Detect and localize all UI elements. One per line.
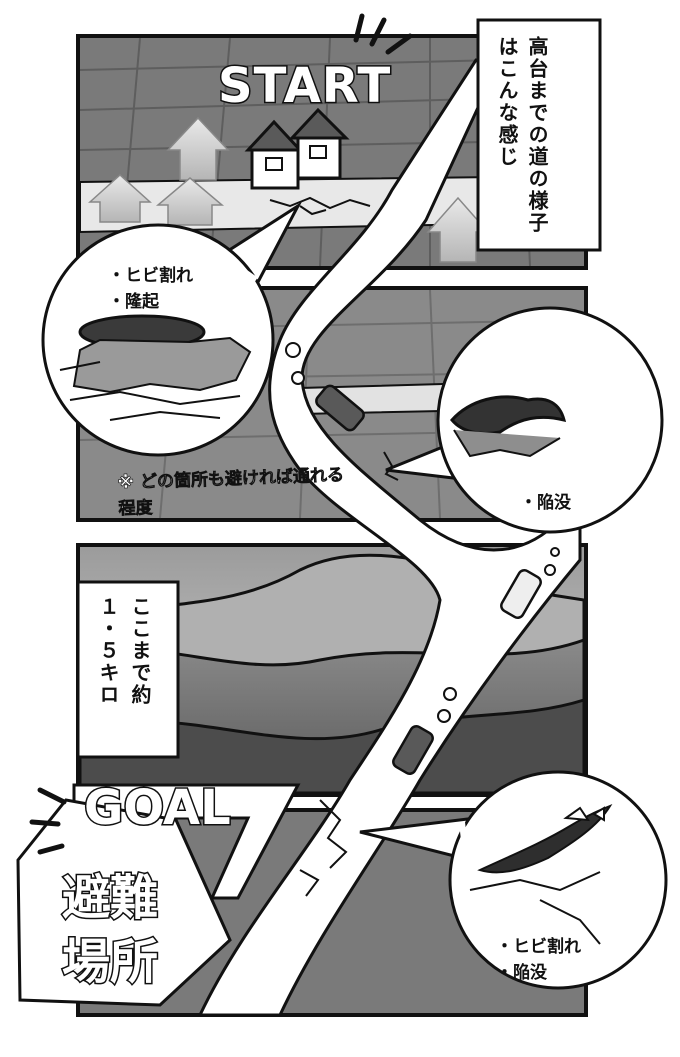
speech-bubble-crack-uplift [41, 201, 302, 457]
goal-label: GOAL [83, 779, 233, 838]
goal-kanji-line2: 場所 [60, 933, 159, 992]
bubble1-line1: ・ヒビ割れ [108, 266, 193, 286]
note-avoid-text: ※ どの箇所も避ければ通れる程度 [117, 465, 345, 520]
goal-kanji-line1: 避難 [60, 869, 159, 928]
bubble1-line2: ・隆起 [108, 292, 159, 312]
speech-bubble-crack-sinkhole [359, 770, 668, 990]
up-arrow-icon [88, 116, 490, 263]
caption-box-distance [76, 580, 180, 759]
bubble2-line1: ・陥没 [520, 493, 571, 513]
caption-box-top [476, 18, 602, 252]
caption-distance-text: ここまで約１・５キロ [96, 596, 152, 706]
start-label: START [216, 57, 392, 116]
puff-icon [285, 342, 560, 723]
goal-marker [16, 783, 301, 1007]
bubble3-line1: ・ヒビ割れ [496, 937, 581, 957]
speech-bubble-sinkhole [385, 306, 664, 534]
caption-top-text: 高台までの道の様子はこんな感じ [495, 36, 549, 234]
bubble3-line2: ・陥没 [496, 963, 547, 983]
winding-road [197, 58, 582, 1017]
car-icon [315, 384, 542, 775]
house-icon [244, 107, 350, 190]
